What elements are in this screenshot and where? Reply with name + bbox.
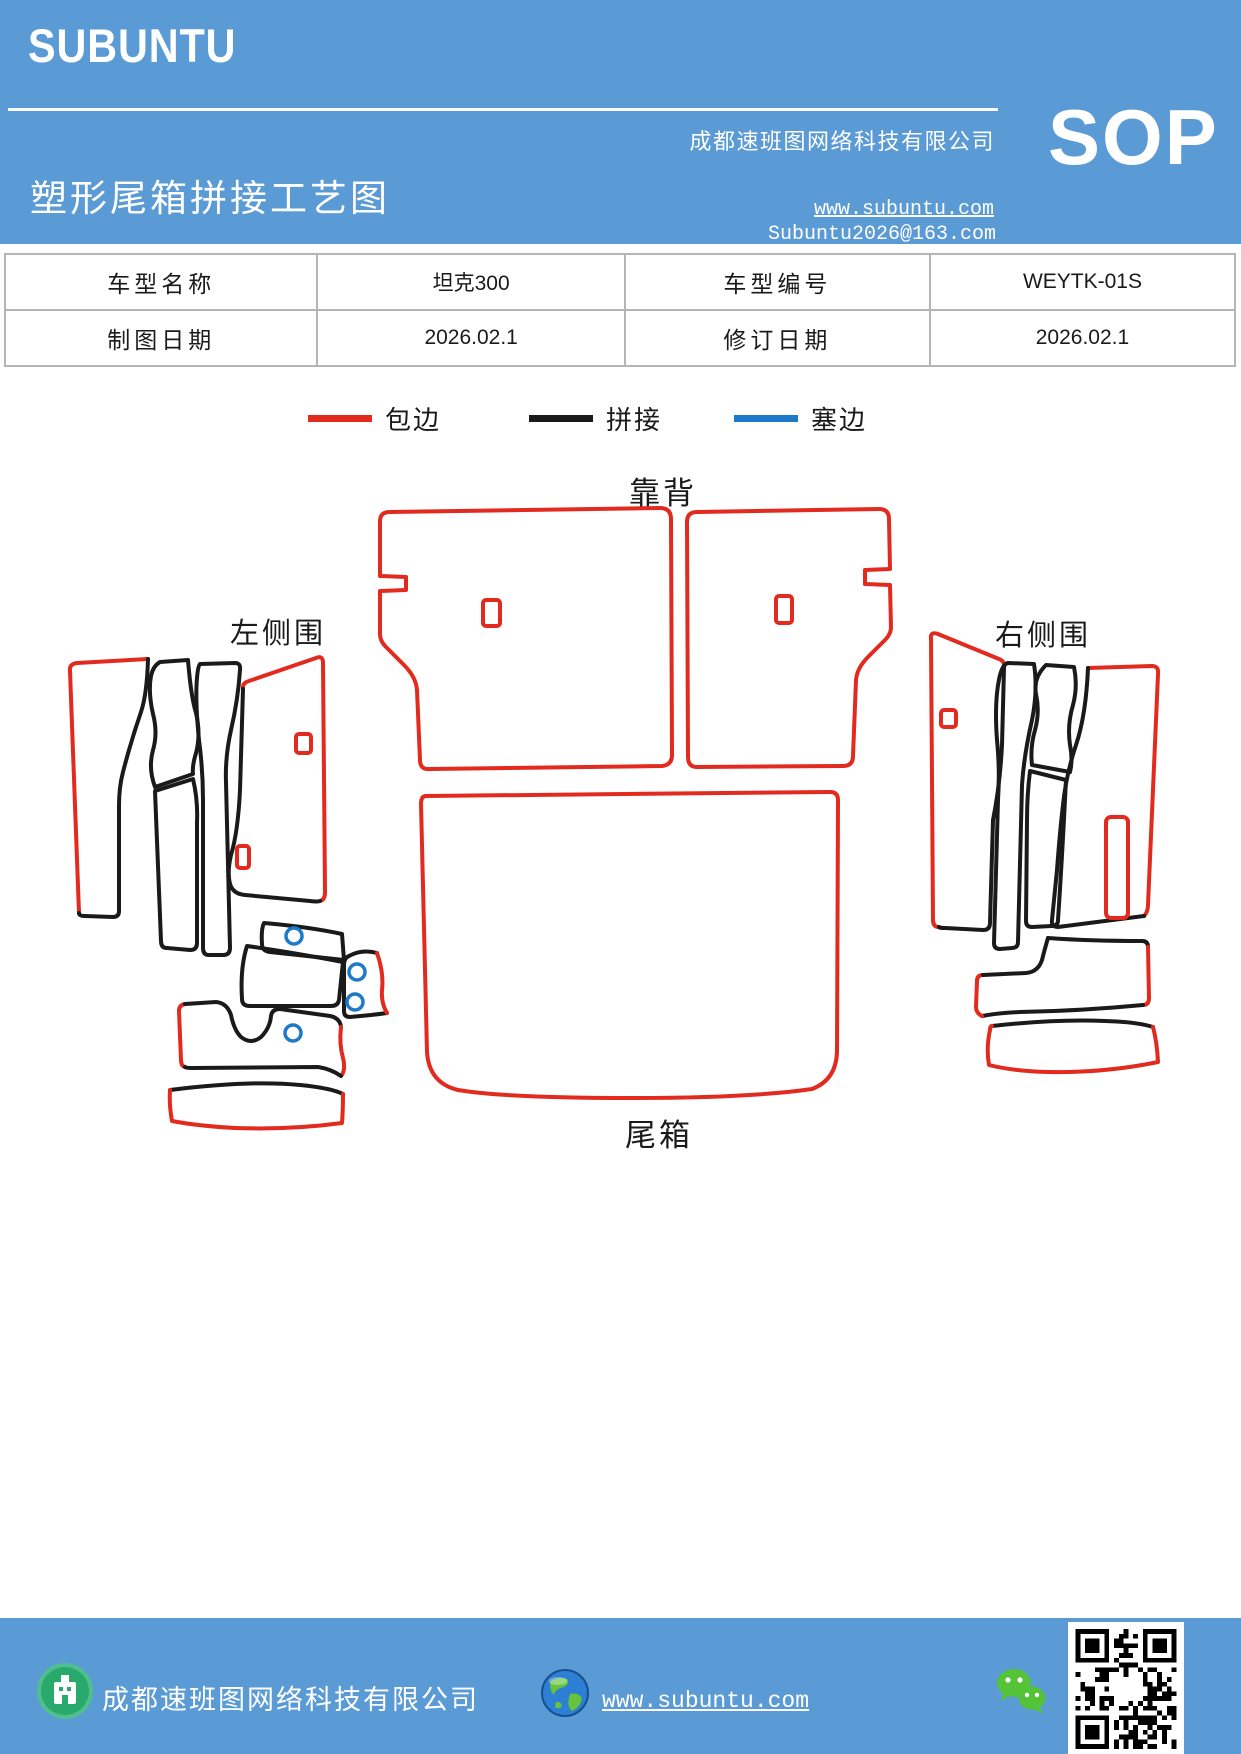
tuck-edge-dots — [283, 926, 367, 1043]
slot-hole — [1104, 815, 1130, 920]
legend-item-wrap-edge: 包边 — [308, 401, 441, 435]
revise-date-value: 2026.02.1 — [929, 310, 1235, 366]
legend-swatch-red — [308, 414, 372, 422]
qr-code — [1068, 1622, 1184, 1754]
brand-logo: SUBUNTU — [28, 19, 237, 72]
hole-marker — [939, 708, 958, 729]
globe-icon — [541, 1669, 589, 1717]
label-left-side: 左侧围 — [230, 618, 327, 650]
legend-label-wrap-edge: 包边 — [385, 405, 442, 435]
building-icon — [37, 1663, 93, 1719]
header: SUBUNTU 塑形尾箱拼接工艺图 成都速班图网络科技有限公司 www.subu… — [0, 0, 1241, 246]
vehicle-info-table: 车型名称 坦克300 车型编号 WEYTK-01S 制图日期 2026.02.1… — [4, 253, 1236, 367]
header-divider — [8, 108, 998, 111]
piece-left-e — [239, 944, 345, 1008]
headrest-hole — [774, 594, 794, 625]
strip-left-b1 — [147, 658, 201, 789]
legend-item-tuck-edge: 塞边 — [734, 401, 867, 435]
piece-right-h — [985, 1018, 1160, 1075]
page-title: 塑形尾箱拼接工艺图 — [30, 179, 390, 220]
strip-left-b2 — [153, 777, 200, 952]
revise-date-label: 修订日期 — [624, 310, 930, 366]
piece-right-c — [928, 631, 1007, 932]
model-name-value: 坦克300 — [317, 254, 625, 310]
model-name-label: 车型名称 — [5, 254, 318, 310]
pattern-diagram — [67, 506, 1161, 1131]
group-left-side — [67, 655, 389, 1131]
legend-label-tuck-edge: 塞边 — [811, 405, 868, 435]
label-right-side: 右侧围 — [995, 620, 1092, 652]
piece-right-a — [1049, 664, 1161, 929]
legend-swatch-blue — [734, 414, 798, 422]
group-right-side — [928, 631, 1161, 1075]
ellipse-marker-left — [79, 678, 102, 704]
headrest-hole — [481, 598, 502, 628]
piece-left-f — [342, 949, 389, 1019]
strip-right-a — [992, 661, 1038, 951]
hole-marker — [235, 844, 251, 870]
piece-left-g — [177, 1000, 347, 1078]
piece-right-g — [974, 936, 1151, 1018]
website-link-footer[interactable]: www.subuntu.com — [602, 1688, 810, 1714]
legend-swatch-black — [529, 414, 593, 422]
ellipse-marker-right — [1129, 686, 1152, 712]
piece-backrest-right — [685, 507, 893, 769]
strip-right-b-upper — [1029, 663, 1078, 774]
model-code-label: 车型编号 — [624, 254, 930, 310]
company-name-footer: 成都速班图网络科技有限公司 — [102, 1685, 479, 1715]
piece-left-h — [167, 1081, 345, 1131]
model-code-value: WEYTK-01S — [929, 254, 1235, 310]
website-link-header[interactable]: www.subuntu.com — [813, 198, 994, 221]
wechat-icon — [997, 1669, 1046, 1714]
draw-date-label: 制图日期 — [5, 310, 318, 366]
footer — [0, 1618, 1241, 1754]
sop-badge: SOP — [1048, 93, 1219, 181]
label-backrest: 靠背 — [629, 476, 697, 511]
piece-trunk — [419, 790, 840, 1100]
piece-backrest-left — [378, 506, 674, 772]
company-name-header: 成都速班图网络科技有限公司 — [689, 129, 995, 154]
draw-date-value: 2026.02.1 — [317, 310, 625, 366]
piece-left-c — [226, 655, 327, 904]
label-trunk: 尾箱 — [625, 1118, 693, 1153]
piece-left-a — [77, 657, 150, 919]
strip-left-b3 — [194, 661, 243, 957]
legend-label-splice: 拼接 — [606, 405, 663, 435]
hole-marker — [294, 732, 313, 755]
email-address[interactable]: Subuntu2026@163.com — [767, 223, 996, 246]
legend-item-splice: 拼接 — [529, 401, 662, 435]
